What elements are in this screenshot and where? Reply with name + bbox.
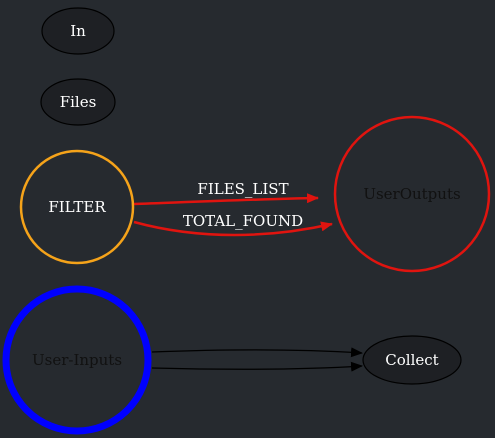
- node-label-in: In: [70, 22, 86, 40]
- node-label-files: Files: [60, 93, 97, 111]
- edge-label-files-list: FILES_LIST: [197, 180, 288, 198]
- node-label-collect: Collect: [385, 351, 438, 369]
- node-user-outputs[interactable]: UserOutputs: [333, 115, 491, 273]
- node-filter[interactable]: FILTER: [19, 149, 135, 265]
- node-label-filter: FILTER: [48, 198, 106, 216]
- edge-files-list[interactable]: FILES_LIST: [133, 180, 319, 206]
- node-user-inputs[interactable]: User-Inputs: [2, 285, 152, 435]
- node-collect[interactable]: Collect: [362, 335, 462, 385]
- node-label-user-outputs: UserOutputs: [363, 185, 460, 203]
- edge-user-inputs-collect-2[interactable]: [151, 361, 363, 372]
- node-in[interactable]: In: [41, 7, 115, 55]
- edge-user-inputs-collect-1[interactable]: [151, 347, 363, 358]
- node-label-user-inputs: User-Inputs: [32, 351, 122, 369]
- edge-total-found[interactable]: TOTAL_FOUND: [133, 212, 333, 237]
- node-files[interactable]: Files: [40, 78, 116, 126]
- edge-label-total-found: TOTAL_FOUND: [183, 212, 303, 230]
